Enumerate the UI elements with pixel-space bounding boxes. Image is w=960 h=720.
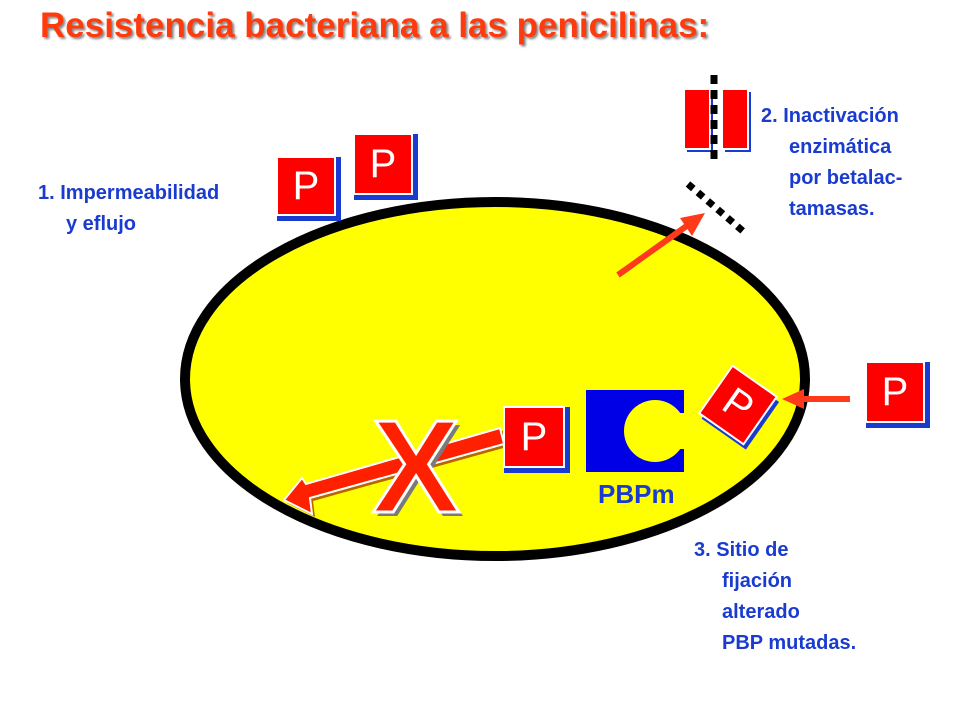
- pbp-approach-arrow: [782, 389, 850, 409]
- label-line: alterado: [722, 601, 800, 623]
- label-line: por betalac-: [789, 167, 903, 189]
- label-line: y eflujo: [66, 213, 137, 235]
- pbpm-label: PBPm: [598, 479, 675, 509]
- mechanism-impermeability-label: 1. Impermeabilidad y eflujo: [38, 178, 219, 240]
- label-line: PBP mutadas.: [722, 632, 857, 654]
- pbpm-receptor: [586, 390, 692, 472]
- blocked-x-mark: X X: [370, 392, 464, 545]
- penicillin-outside-left: P: [276, 156, 336, 216]
- efflux-arrow: [282, 426, 507, 517]
- penicillin-symbol: P: [369, 141, 397, 186]
- penicillin-symbol: P: [881, 369, 909, 414]
- label-line: tamasas.: [789, 198, 875, 220]
- penicillin-symbol: P: [520, 414, 548, 459]
- inactivated-penicillin: [683, 75, 751, 162]
- label-line: 3. Sitio de: [694, 539, 789, 561]
- page-title: Resistencia bacteriana a las penicilinas…: [40, 6, 710, 45]
- svg-text:X: X: [376, 397, 464, 544]
- penicillin-outside-top: P: [353, 133, 413, 195]
- label-line: enzimática: [789, 136, 892, 158]
- penicillin-symbol: P: [292, 163, 320, 208]
- penicillin-rotated: P: [697, 364, 780, 450]
- label-line: 1. Impermeabilidad: [38, 182, 220, 204]
- svg-text:X: X: [372, 393, 460, 540]
- enzyme-attack-arrow: [616, 213, 705, 278]
- label-line: 2. Inactivación: [761, 105, 899, 127]
- label-line: fijación: [722, 570, 793, 592]
- penicillin-inside: P: [503, 406, 565, 468]
- mechanism-inactivation-label: 2. Inactivación enzimática por betalac- …: [761, 101, 902, 225]
- mechanism-binding-site-label: 3. Sitio de fijación alterado PBP mutada…: [694, 535, 856, 659]
- penicillin-outside-right: P: [865, 361, 925, 423]
- bacterial-cell: [180, 197, 810, 561]
